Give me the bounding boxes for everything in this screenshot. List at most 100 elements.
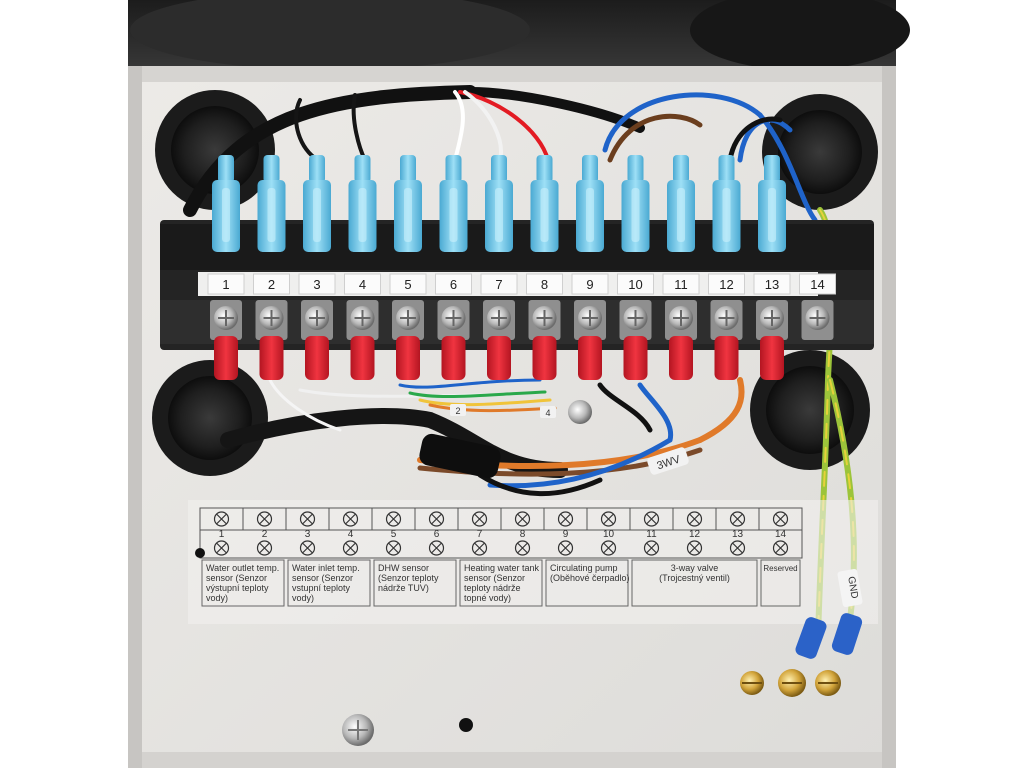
diagram-label-box: [201, 559, 285, 607]
diagram-label-text: (Senzor teploty: [378, 573, 439, 583]
terminal-symbol: [213, 540, 230, 556]
diagram-label-text: vody): [206, 593, 228, 603]
terminal-screw: [528, 300, 561, 340]
terminal-screw: [756, 300, 788, 340]
diagram-label-box: [287, 559, 371, 607]
red-connector: [760, 336, 784, 380]
diagram-label-text: 3-way valve: [671, 563, 719, 573]
diagram-number: 13: [732, 529, 744, 540]
terminal-symbol: [256, 540, 273, 556]
diagram-label-box: [459, 559, 543, 607]
diagram-number: 5: [391, 529, 397, 540]
terminal-symbol: [342, 511, 359, 527]
enclosure-lid: [128, 0, 910, 90]
terminal-label-cell: [526, 273, 563, 295]
terminal-symbol: [428, 511, 445, 527]
ground-label: GND: [837, 569, 863, 607]
terminal-screw: [255, 300, 288, 340]
blue-connector: [576, 155, 604, 252]
diagram-number: 7: [477, 529, 483, 540]
terminal-symbol: [557, 511, 574, 527]
diagram-label-text: nádrže TUV): [378, 583, 429, 593]
terminal-symbol: [514, 540, 531, 556]
terminal-symbol: [299, 511, 316, 527]
blue-connector: [485, 155, 513, 252]
diagram-label-text: Heating water tank: [464, 563, 540, 573]
terminal-label-cell: [799, 273, 836, 295]
red-connector: [669, 336, 693, 380]
terminal-label-cell: [571, 273, 609, 295]
diagram-number: 10: [603, 529, 615, 540]
diagram-label-text: topné vody): [464, 593, 511, 603]
diagram-label-text: (Oběhové čerpadlo): [550, 573, 630, 583]
red-connector: [487, 336, 511, 380]
terminal-label-cell: [708, 273, 745, 295]
wire-tag-small-a: 2: [455, 406, 460, 416]
terminal-symbol: [643, 511, 660, 527]
terminal-symbol: [600, 540, 617, 556]
blue-connector: [621, 155, 650, 252]
red-ring-connectors: [214, 336, 784, 380]
red-connector: [441, 336, 466, 380]
red-connector: [578, 336, 602, 380]
diagram-number: 14: [775, 529, 787, 540]
terminal-screw: [346, 300, 379, 340]
terminal-screw: [483, 300, 515, 340]
terminal-label-cell: [662, 273, 700, 295]
terminal-symbol: [729, 511, 746, 527]
ground-terminals: [740, 669, 841, 697]
diagram-label-text: vody): [292, 593, 314, 603]
diagram-label-box: [760, 559, 801, 607]
wire-tag-small-b: 4: [545, 408, 550, 418]
diagram-label-text: sensor (Senzor: [206, 573, 267, 583]
terminal-label-cell: [207, 273, 245, 295]
terminal-symbol: [256, 511, 273, 527]
terminal-number: 10: [628, 277, 642, 292]
red-connector: [396, 336, 420, 380]
diagram-label-text: Water outlet temp.: [206, 563, 279, 573]
blue-spade-connectors: [212, 155, 786, 252]
blue-connector: [348, 155, 377, 252]
wire-tag-valve: 3WV: [647, 447, 689, 475]
blue-connector: [758, 155, 786, 252]
diagram-number: 6: [434, 529, 440, 540]
orientation-dot: [195, 548, 205, 558]
terminal-number: 8: [541, 277, 548, 292]
diagram-label-text: výstupní teploty: [206, 583, 269, 593]
terminal-label-cell: [753, 273, 791, 295]
terminal-symbol: [643, 540, 660, 556]
diagram-label-box: [545, 559, 629, 607]
red-connector: [350, 336, 375, 380]
diagram-label-text: sensor (Senzor: [292, 573, 353, 583]
terminal-screw: [301, 300, 333, 340]
terminal-label-cell: [344, 273, 381, 295]
terminal-screw: [437, 300, 470, 340]
diagram-label-text: (Trojcestný ventil): [659, 573, 730, 583]
terminal-screw: [210, 300, 242, 340]
terminal-symbol: [385, 511, 402, 527]
terminal-number: 6: [450, 277, 457, 292]
blue-connector: [394, 155, 422, 252]
terminal-number: 7: [495, 277, 502, 292]
terminal-label-cell: [480, 273, 518, 295]
heat-shrink-sleeve: [419, 433, 501, 479]
terminal-symbol: [385, 540, 402, 556]
diagram-label-box: [631, 559, 758, 607]
blue-connector: [212, 155, 240, 252]
terminal-screw: [574, 300, 606, 340]
red-connector: [714, 336, 739, 380]
diagram-label-text: Reserved: [763, 564, 797, 573]
wire-tag-small: 2 4: [450, 404, 556, 418]
terminal-number: 14: [810, 277, 824, 292]
blue-connector: [712, 155, 741, 252]
diagram-number: 1: [219, 529, 225, 540]
terminal-number: 5: [404, 277, 411, 292]
red-connector: [259, 336, 284, 380]
diagram-number: 3: [305, 529, 311, 540]
terminal-screw: [665, 300, 697, 340]
diagram-label-text: vstupní teploty: [292, 583, 351, 593]
terminal-screw: [392, 300, 424, 340]
